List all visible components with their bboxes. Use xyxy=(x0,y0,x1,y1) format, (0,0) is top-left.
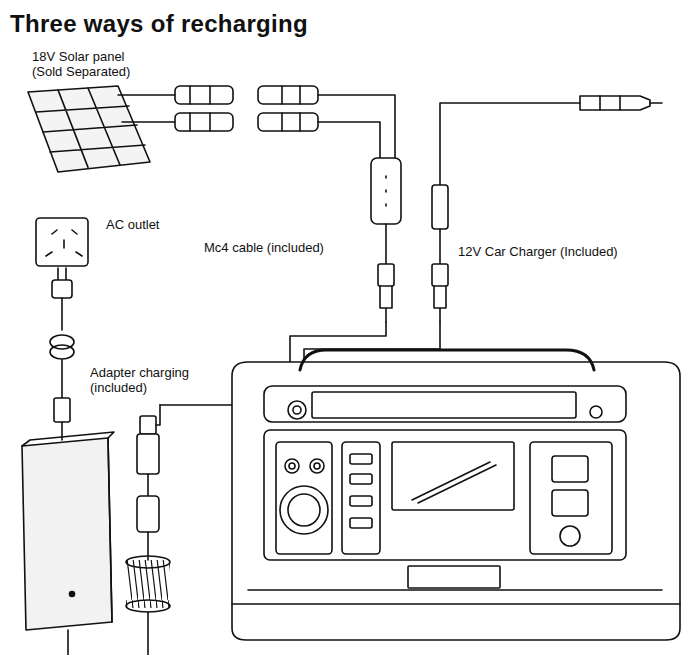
mc4-cable xyxy=(385,176,387,206)
power-station xyxy=(288,401,306,419)
panel-cable xyxy=(118,95,175,122)
adapter-cable xyxy=(126,405,170,655)
power-station xyxy=(293,406,301,414)
ac-plug-cord xyxy=(54,398,70,422)
ac-plug-cord xyxy=(50,345,74,359)
adapter-cable xyxy=(137,434,159,474)
mc4-connector xyxy=(282,86,300,131)
ac-plug-cord xyxy=(61,360,63,398)
power-station xyxy=(288,494,320,526)
adapter-cable xyxy=(148,405,160,496)
power-station xyxy=(590,406,602,418)
ac-outlet xyxy=(36,218,88,266)
mc4-cable-label: Mc4 cable (included) xyxy=(202,241,326,256)
ac-outlet-label: AC outlet xyxy=(104,218,161,233)
ac-adapter xyxy=(22,432,114,655)
power-station xyxy=(552,490,588,516)
power-station xyxy=(232,350,680,640)
mc4-cable xyxy=(371,158,401,224)
ac-outlet xyxy=(46,230,82,256)
mc4-cable xyxy=(318,95,395,158)
power-station xyxy=(232,362,680,640)
ac-outlet xyxy=(36,218,88,266)
power-station xyxy=(276,442,332,554)
car-charger xyxy=(432,96,662,322)
car-charger xyxy=(432,185,448,229)
power-station xyxy=(350,474,372,484)
adapter-cable xyxy=(126,556,170,568)
mc4-connector xyxy=(175,113,233,131)
power-station xyxy=(392,442,514,510)
mc4-cable xyxy=(385,224,387,264)
power-station xyxy=(232,590,680,604)
power-station xyxy=(342,442,380,554)
power-station xyxy=(350,518,372,528)
solar-panel xyxy=(28,86,150,172)
power-station xyxy=(310,459,324,473)
solar-panel xyxy=(36,88,145,167)
power-station xyxy=(312,392,576,418)
mc4-cable xyxy=(378,264,394,286)
power-station xyxy=(264,430,626,560)
ac-adapter xyxy=(70,592,75,597)
power-station xyxy=(350,496,372,506)
car-charger xyxy=(440,103,580,185)
power-station xyxy=(552,456,588,482)
mc4-connector xyxy=(175,86,233,104)
ac-plug-cord xyxy=(58,268,66,280)
car-charger xyxy=(600,96,662,110)
mc4-connector xyxy=(258,86,318,104)
adapter-cable xyxy=(140,416,156,434)
solar-panel-label: 18V Solar panel (Sold Separated) xyxy=(30,50,159,80)
power-station xyxy=(560,526,580,546)
mc4-cable xyxy=(318,95,401,322)
ac-plug-cord xyxy=(61,298,63,330)
power-station xyxy=(280,486,328,534)
car-charger xyxy=(434,286,446,322)
car-charger xyxy=(439,229,441,264)
car-charger-label: 12V Car Charger (Included) xyxy=(456,245,620,260)
car-charger xyxy=(432,264,448,286)
power-station xyxy=(289,463,295,469)
power-station xyxy=(300,350,594,370)
ac-plug-cord xyxy=(50,268,74,440)
ac-adapter xyxy=(22,432,114,622)
mc4-cable xyxy=(380,286,392,322)
ac-adapter xyxy=(67,630,69,655)
power-station xyxy=(530,442,612,554)
power-station xyxy=(408,566,500,588)
mc4-connector xyxy=(190,86,210,131)
power-station xyxy=(412,462,496,503)
adapter-cable xyxy=(147,612,149,655)
power-station xyxy=(314,463,320,469)
mc4-connector xyxy=(175,86,318,131)
adapter-cable xyxy=(126,600,170,612)
panel-cable xyxy=(118,95,175,122)
power-station xyxy=(285,459,299,473)
power-station xyxy=(264,386,626,422)
diagram-title: Three ways of recharging xyxy=(10,10,308,38)
power-station xyxy=(350,454,372,464)
ac-plug-cord xyxy=(52,280,72,298)
adapter-label: Adapter charging (included) xyxy=(88,366,222,396)
solar-panel xyxy=(28,86,150,172)
car-charger xyxy=(580,96,650,110)
ac-adapter xyxy=(22,438,112,630)
mc4-connector xyxy=(258,113,318,131)
adapter-cable xyxy=(137,496,159,532)
